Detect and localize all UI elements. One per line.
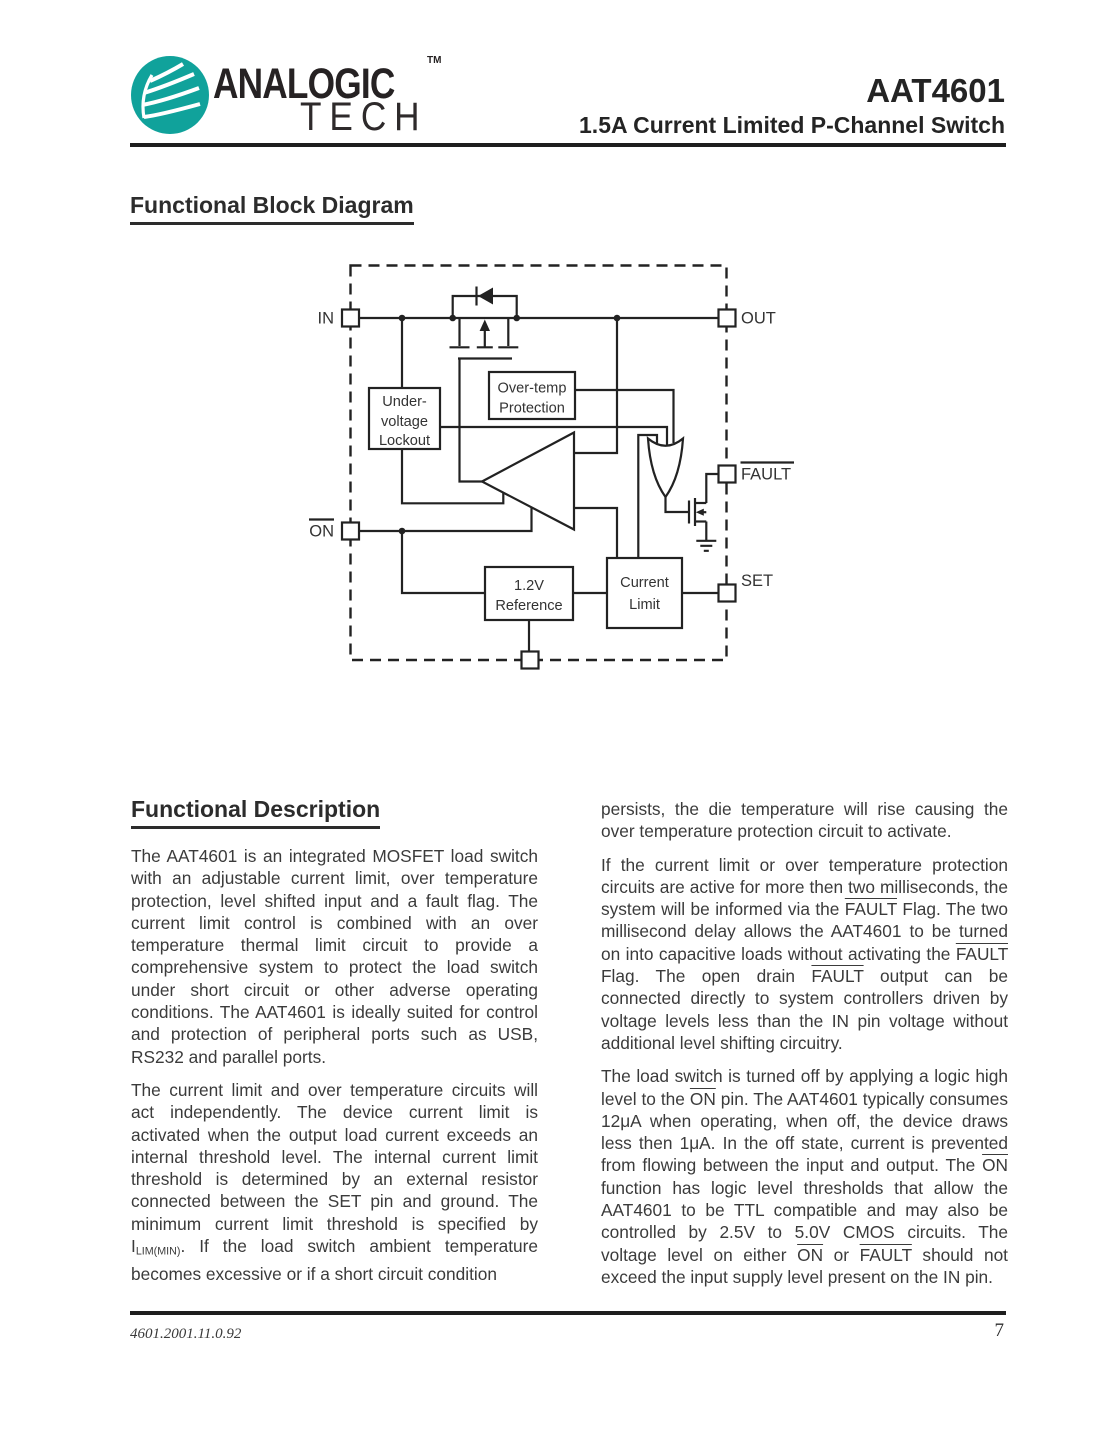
wire-uvl-to-driver (400, 449, 505, 505)
pin-out (717, 308, 737, 328)
pin-set (717, 583, 737, 603)
pin-in (340, 308, 361, 328)
block-current-limit: Current Limit (605, 556, 684, 630)
wire-overtemp-to-or (575, 388, 675, 443)
analogictech-logo-icon (131, 56, 209, 134)
wire-nfet-drain-to-fault (705, 472, 719, 503)
wire-on-input (359, 506, 533, 533)
wire-gate-drive (458, 358, 482, 483)
text-segment: The load switch is turned off by applyin… (601, 1066, 1008, 1109)
text-segment-overline: ON (689, 1088, 716, 1109)
pin-on (340, 521, 361, 541)
wire-out-sense (574, 318, 619, 455)
text-segment: should not exceed the input supply level… (601, 1244, 1008, 1287)
overtemp-label-line1: Over-temp (498, 381, 567, 397)
paragraph: If the current limit or over temperature… (601, 854, 1008, 1055)
text-segment: Flag. The open drain (601, 966, 812, 987)
junction-dots (398, 314, 621, 535)
nmos-fault-driver (687, 498, 717, 552)
gate-driver-amplifier (479, 430, 576, 532)
block-overtemp-protection: Over-temp Protection (487, 370, 577, 421)
pmos-drain-stub (498, 318, 519, 349)
text-segment-overline: ON (797, 1244, 824, 1265)
pin-fault (717, 464, 737, 484)
text-segment: pin. The AAT4601 typically consumes 12μA… (601, 1088, 1008, 1176)
text-segment: persists, the die temperature will rise … (601, 799, 1008, 842)
pin-label-in: IN (318, 310, 335, 328)
wire-currentlimit-to-or (637, 433, 659, 558)
currentlimit-label-line1: Current (620, 575, 669, 591)
wire-uvl-to-or (440, 425, 669, 445)
currentlimit-label-line2: Limit (629, 597, 660, 613)
wire-on-to-reference (400, 531, 485, 595)
diode-triangle (478, 287, 493, 305)
text-segment: If the current limit or over temperature… (601, 854, 1008, 920)
block-undervoltage-lockout: Under- voltage Lockout (367, 386, 442, 451)
text-segment-sub: LIM(MIN) (135, 1245, 181, 1258)
description-column-left: The AAT4601 is an integrated MOSFET load… (131, 845, 538, 1296)
ground-symbol (696, 539, 717, 552)
document-subtitle: 1.5A Current Limited P-Channel Switch (579, 112, 1005, 138)
functional-description-heading: Functional Description (131, 796, 381, 829)
reference-label-line2: Reference (495, 598, 562, 614)
description-column-right: persists, the die temperature will rise … (601, 798, 1008, 1299)
text-segment-overline: FAULT (955, 943, 1008, 964)
text-segment-overline: FAULT (859, 1244, 912, 1265)
text-segment: . If the load switch ambient temperature… (131, 1236, 538, 1285)
functional-block-diagram: Under- voltage Lockout Over-temp Protect… (309, 264, 794, 670)
part-number: AAT4601 (866, 72, 1005, 109)
pmos-source-stub (449, 318, 470, 349)
text-segment-overline: FAULT (811, 966, 864, 987)
logo-wordmark-analogic: ANALOGIC (213, 60, 395, 108)
logo-trademark: TM (427, 55, 442, 66)
wires (359, 294, 719, 652)
reference-label-line1: 1.2V (514, 578, 544, 594)
block-reference: 1.2V Reference (483, 565, 575, 622)
header-rule (130, 143, 1006, 147)
pin-gnd (520, 650, 540, 670)
text-segment-overline: FAULT (844, 899, 897, 920)
pin-label-on: ON (309, 523, 334, 541)
wire-or-to-nfet-gate (664, 497, 689, 514)
package-pins (340, 308, 737, 670)
or-gate (646, 436, 685, 499)
text-segment: function has logic level thresholds that… (601, 1177, 1008, 1265)
page-number: 7 (994, 1320, 1005, 1341)
pin-label-set: SET (741, 572, 773, 590)
uvl-label-line1: Under- (382, 394, 427, 410)
paragraph: persists, the die temperature will rise … (601, 798, 1008, 843)
text-segment: The AAT4601 is an integrated MOSFET load… (131, 846, 538, 1067)
nfet-body-arrow (695, 508, 704, 516)
text-segment: output can be connected directly to syst… (601, 966, 1008, 1053)
uvl-label-line2: voltage (381, 414, 428, 430)
pmos-switch-symbol (449, 286, 519, 360)
pin-label-out: OUT (741, 310, 776, 328)
pmos-body-arrow (479, 319, 490, 331)
paragraph: The load switch is turned off by applyin… (601, 1065, 1008, 1288)
pin-label-fault: FAULT (741, 466, 791, 484)
wire-driver-to-currentlimit (574, 506, 619, 558)
overtemp-label-line2: Protection (499, 401, 565, 417)
text-segment: The current limit and over temperature c… (131, 1079, 538, 1257)
block-diagram-heading: Functional Block Diagram (130, 192, 414, 225)
text-segment-overline: ON (982, 1155, 1008, 1176)
text-segment: Flag. The two millisecond delay allows t… (601, 899, 1009, 964)
paragraph: The current limit and over temperature c… (131, 1079, 538, 1285)
pmos-body-stub (476, 330, 493, 349)
paragraph: The AAT4601 is an integrated MOSFET load… (131, 845, 538, 1068)
uvl-label-line3: Lockout (379, 433, 430, 449)
logo-wordmark-tech: TECH (300, 95, 428, 139)
document-code: 4601.2001.11.0.92 (130, 1326, 242, 1342)
text-segment: or (823, 1244, 860, 1265)
footer-rule (130, 1311, 1006, 1315)
